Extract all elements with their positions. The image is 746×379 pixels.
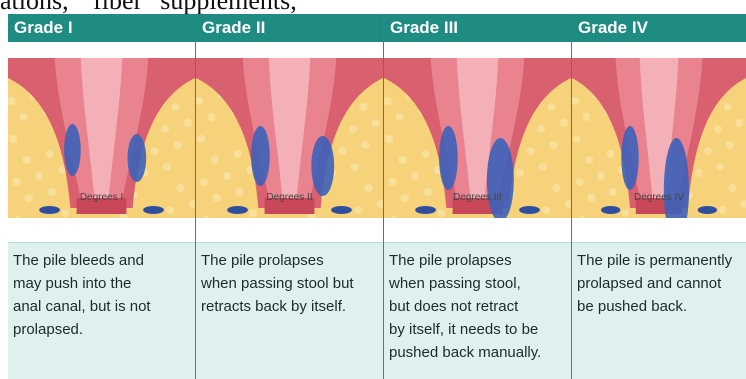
description-line: prolapsed. — [13, 318, 191, 341]
grades-table: Grade I Degrees I The pile bleeds and ma… — [8, 14, 746, 379]
grade-title: Grade IV — [572, 14, 746, 42]
grade-caption: Degrees IV — [572, 192, 746, 203]
grade-description: The pile bleeds and may push into the an… — [8, 242, 195, 379]
description-line: when passing stool but — [201, 272, 379, 295]
grade-title: Grade I — [8, 14, 195, 42]
grade-description: The pile prolapses when passing stool bu… — [196, 242, 383, 379]
anatomy-illustration — [196, 58, 383, 242]
description-line: anal canal, but is not — [13, 295, 191, 318]
grade-column-3: Grade III Degrees III The pile prolapses… — [384, 14, 572, 379]
anatomy-illustration — [572, 58, 746, 242]
description-line: prolapsed and cannot — [577, 272, 742, 295]
top-text: ations, “ fiber” supplements, — [0, 0, 297, 14]
description-line: retracts back by itself. — [201, 295, 379, 318]
grade-column-2: Grade II Degrees II The pile prolapses w… — [196, 14, 384, 379]
description-line: The pile is permanently — [577, 249, 742, 272]
grade-caption: Degrees III — [384, 192, 571, 203]
description-line: The pile prolapses — [389, 249, 567, 272]
grade-title: Grade III — [384, 14, 571, 42]
description-line: be pushed back. — [577, 295, 742, 318]
top-text-fragment: ations, “ fiber” supplements, — [0, 0, 746, 14]
description-line: when passing stool, — [389, 272, 567, 295]
grade-caption: Degrees II — [196, 192, 383, 203]
grade-title: Grade II — [196, 14, 383, 42]
anatomy-illustration — [384, 58, 571, 242]
grade-description: The pile is permanently prolapsed and ca… — [572, 242, 746, 379]
description-line: may push into the — [13, 272, 191, 295]
description-line: pushed back manually. — [389, 341, 567, 364]
description-line: The pile bleeds and — [13, 249, 191, 272]
description-line: but does not retract — [389, 295, 567, 318]
description-line: The pile prolapses — [201, 249, 379, 272]
description-line: by itself, it needs to be — [389, 318, 567, 341]
grade-description: The pile prolapses when passing stool, b… — [384, 242, 571, 379]
grade-column-4: Grade IV Degrees IV The pile is permanen… — [572, 14, 746, 379]
grade-column-1: Grade I Degrees I The pile bleeds and ma… — [8, 14, 196, 379]
grade-caption: Degrees I — [8, 192, 195, 203]
anatomy-illustration — [8, 58, 195, 242]
